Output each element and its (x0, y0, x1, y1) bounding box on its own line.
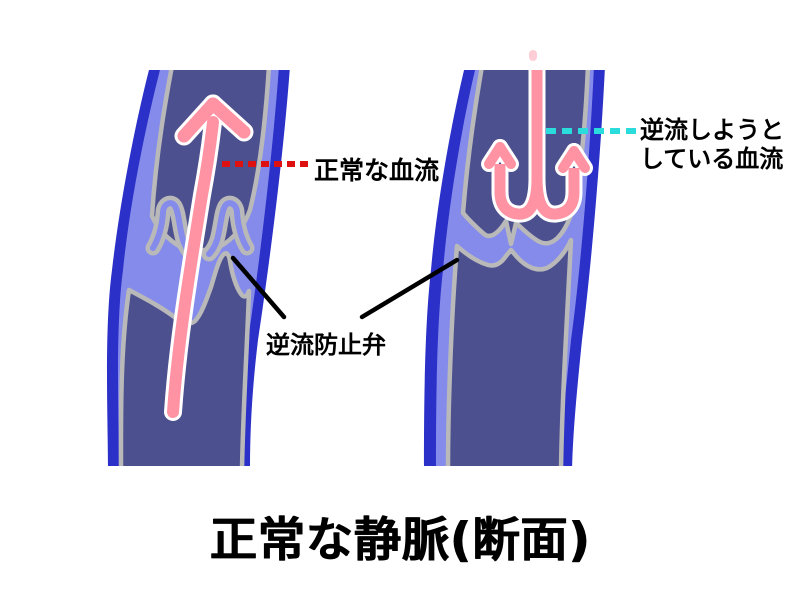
left-valve-cusp-right-core (206, 200, 250, 257)
reflux-entry-mark (529, 50, 537, 61)
valve-pointer-line-left (230, 255, 287, 320)
label-backflow-prevention-valve: 逆流防止弁 (266, 331, 386, 359)
reflux-deflected-arrow (481, 50, 593, 223)
page-title: 正常な静脈(断面) (209, 513, 591, 568)
valve-pointer-line-right (359, 257, 460, 320)
left-vein (107, 70, 290, 466)
label-reflux-blood-flow: 逆流しようと している血流 (640, 116, 784, 174)
label-reflux-line1: 逆流しようと (640, 116, 784, 144)
right-vein (424, 70, 605, 466)
label-reflux-line2: している血流 (640, 145, 784, 173)
normal-flow-up-arrow (164, 94, 254, 421)
label-normal-blood-flow: 正常な血流 (314, 156, 440, 185)
right-vein-lower-lumen (445, 237, 574, 466)
